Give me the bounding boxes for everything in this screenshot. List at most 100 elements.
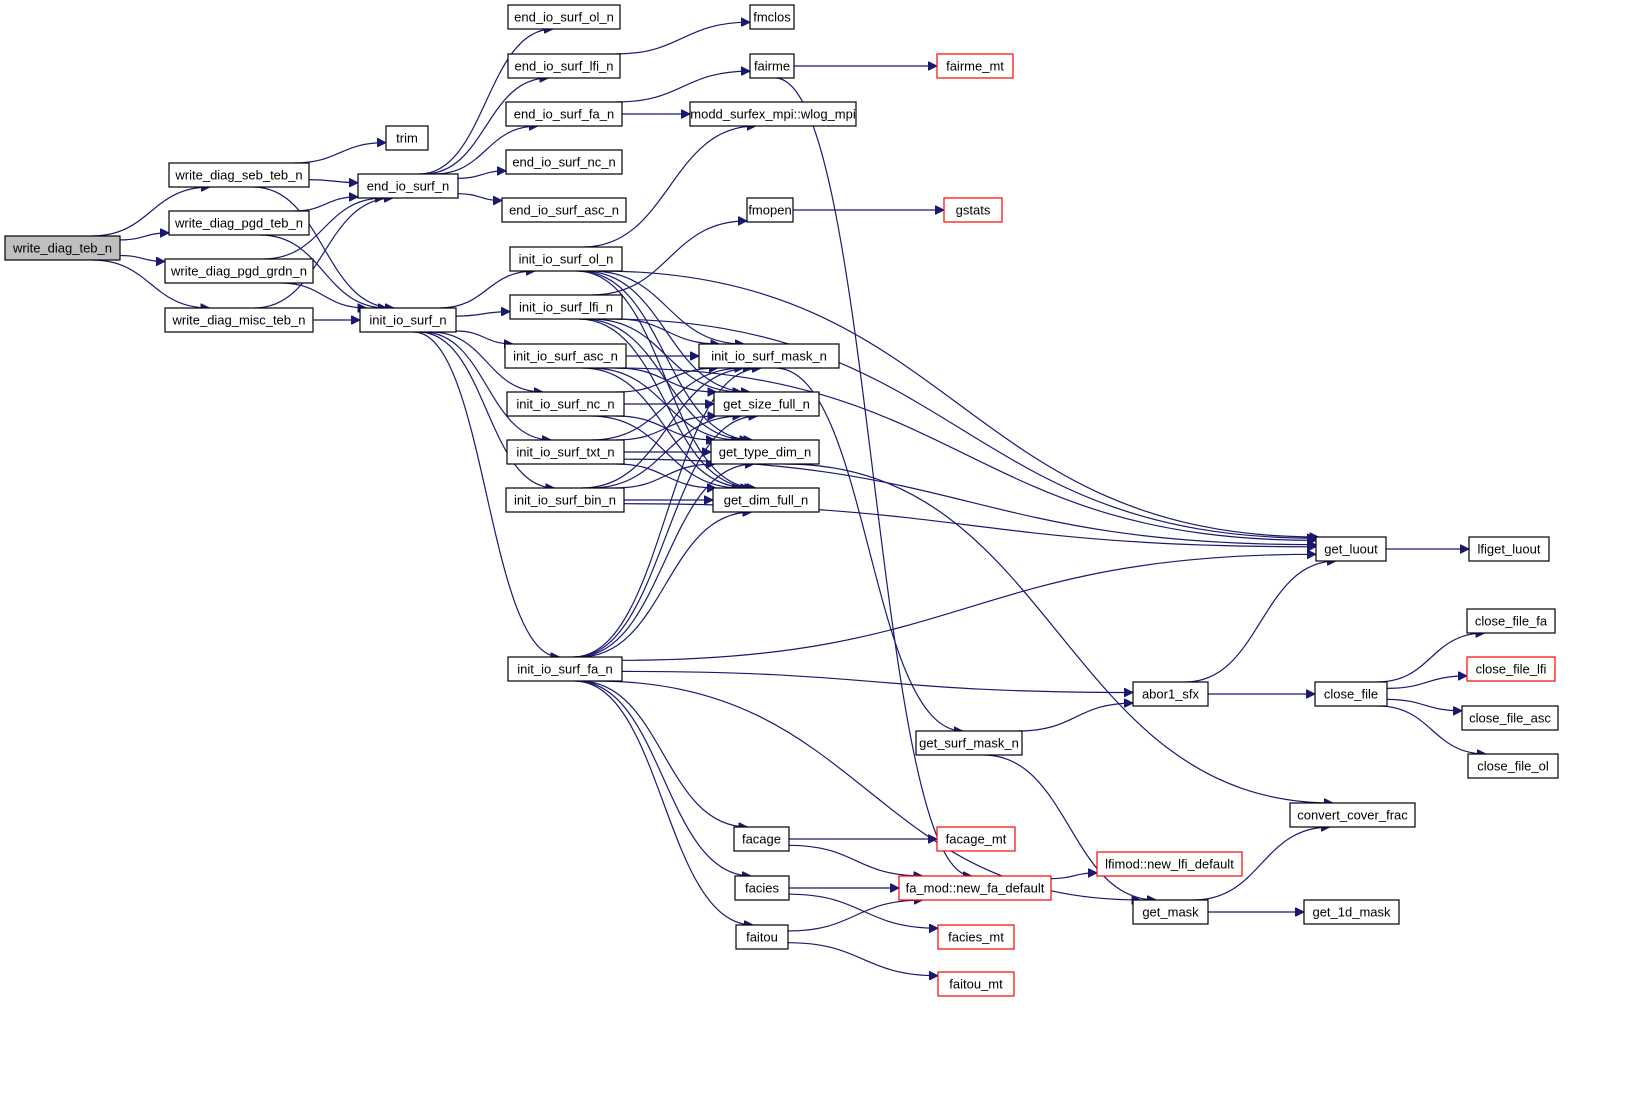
node-close_file_asc[interactable]: close_file_asc — [1461, 705, 1559, 731]
node-write_diag_pgd_grdn_n[interactable]: write_diag_pgd_grdn_n — [164, 258, 314, 284]
node-box[interactable] — [1096, 851, 1243, 877]
node-box[interactable] — [1315, 536, 1387, 562]
node-end_io_surf_ol_n[interactable]: end_io_surf_ol_n — [507, 4, 621, 30]
node-init_io_surf_txt_n[interactable]: init_io_surf_txt_n — [506, 439, 625, 465]
node-box[interactable] — [1468, 536, 1550, 562]
node-close_file_lfi[interactable]: close_file_lfi — [1466, 656, 1556, 682]
node-get_size_full_n[interactable]: get_size_full_n — [713, 391, 820, 417]
node-box[interactable] — [943, 197, 1003, 223]
node-write_diag_pgd_teb_n[interactable]: write_diag_pgd_teb_n — [168, 210, 310, 236]
node-init_io_surf_asc_n[interactable]: init_io_surf_asc_n — [504, 343, 627, 369]
node-facies[interactable]: facies — [734, 875, 790, 901]
node-box[interactable] — [746, 197, 794, 223]
node-get_1d_mask[interactable]: get_1d_mask — [1303, 899, 1400, 925]
node-box[interactable] — [357, 173, 459, 199]
node-trim[interactable]: trim — [385, 125, 429, 151]
node-write_diag_teb_n[interactable]: write_diag_teb_n — [4, 235, 121, 261]
node-box[interactable] — [712, 487, 820, 513]
node-get_dim_full_n[interactable]: get_dim_full_n — [712, 487, 820, 513]
node-facage[interactable]: facage — [733, 826, 790, 852]
node-box[interactable] — [168, 210, 310, 236]
node-box[interactable] — [936, 53, 1014, 79]
node-box[interactable] — [507, 53, 621, 79]
node-write_diag_misc_teb_n[interactable]: write_diag_misc_teb_n — [164, 307, 314, 333]
node-init_io_surf_bin_n[interactable]: init_io_surf_bin_n — [505, 487, 625, 513]
node-box[interactable] — [698, 343, 840, 369]
node-box[interactable] — [509, 246, 623, 272]
node-box[interactable] — [164, 307, 314, 333]
node-box[interactable] — [1132, 899, 1209, 925]
node-convert_cover_frac[interactable]: convert_cover_frac — [1289, 802, 1416, 828]
node-fmclos[interactable]: fmclos — [749, 4, 795, 30]
node-box[interactable] — [507, 4, 621, 30]
node-end_io_surf_asc_n[interactable]: end_io_surf_asc_n — [501, 197, 627, 223]
node-box[interactable] — [749, 53, 795, 79]
node-gstats[interactable]: gstats — [943, 197, 1003, 223]
node-box[interactable] — [501, 197, 627, 223]
node-facies_mt[interactable]: facies_mt — [937, 924, 1015, 950]
node-new_lfi_default[interactable]: lfimod::new_lfi_default — [1096, 851, 1243, 877]
node-close_file_ol[interactable]: close_file_ol — [1467, 753, 1559, 779]
node-box[interactable] — [689, 101, 857, 127]
node-box[interactable] — [1466, 608, 1556, 634]
node-box[interactable] — [898, 875, 1052, 901]
node-init_io_surf_mask_n[interactable]: init_io_surf_mask_n — [698, 343, 840, 369]
node-box[interactable] — [509, 294, 623, 320]
node-new_fa_default[interactable]: fa_mod::new_fa_default — [898, 875, 1052, 901]
node-end_io_surf_fa_n[interactable]: end_io_surf_fa_n — [505, 101, 623, 127]
node-get_mask[interactable]: get_mask — [1132, 899, 1209, 925]
node-box[interactable] — [915, 730, 1023, 756]
node-end_io_surf_lfi_n[interactable]: end_io_surf_lfi_n — [507, 53, 621, 79]
node-box[interactable] — [505, 149, 623, 175]
node-box[interactable] — [505, 101, 623, 127]
node-box[interactable] — [164, 258, 314, 284]
node-box[interactable] — [359, 307, 457, 333]
node-box[interactable] — [507, 656, 623, 682]
node-box[interactable] — [504, 343, 627, 369]
node-box[interactable] — [936, 826, 1016, 852]
node-box[interactable] — [735, 924, 789, 950]
node-box[interactable] — [1289, 802, 1416, 828]
node-box[interactable] — [385, 125, 429, 151]
node-box[interactable] — [937, 971, 1015, 997]
node-box[interactable] — [1466, 656, 1556, 682]
node-fairme[interactable]: fairme — [749, 53, 795, 79]
node-box[interactable] — [1132, 681, 1209, 707]
node-box[interactable] — [1461, 705, 1559, 731]
node-fairme_mt[interactable]: fairme_mt — [936, 53, 1014, 79]
node-box[interactable] — [1314, 681, 1388, 707]
node-facage_mt[interactable]: facage_mt — [936, 826, 1016, 852]
node-fmopen[interactable]: fmopen — [746, 197, 794, 223]
node-box[interactable] — [710, 439, 820, 465]
node-write_diag_seb_teb_n[interactable]: write_diag_seb_teb_n — [168, 162, 310, 188]
node-end_io_surf_n[interactable]: end_io_surf_n — [357, 173, 459, 199]
node-init_io_surf_ol_n[interactable]: init_io_surf_ol_n — [509, 246, 623, 272]
node-box[interactable] — [1303, 899, 1400, 925]
node-box[interactable] — [4, 235, 121, 261]
node-get_surf_mask_n[interactable]: get_surf_mask_n — [915, 730, 1023, 756]
node-box[interactable] — [713, 391, 820, 417]
node-box[interactable] — [1467, 753, 1559, 779]
node-box[interactable] — [505, 487, 625, 513]
node-init_io_surf_lfi_n[interactable]: init_io_surf_lfi_n — [509, 294, 623, 320]
node-box[interactable] — [506, 391, 625, 417]
node-box[interactable] — [937, 924, 1015, 950]
node-box[interactable] — [749, 4, 795, 30]
node-close_file_fa[interactable]: close_file_fa — [1466, 608, 1556, 634]
node-close_file[interactable]: close_file — [1314, 681, 1388, 707]
node-wlog_mpi[interactable]: modd_surfex_mpi::wlog_mpi — [689, 101, 857, 127]
node-box[interactable] — [168, 162, 310, 188]
node-box[interactable] — [733, 826, 790, 852]
node-faitou_mt[interactable]: faitou_mt — [937, 971, 1015, 997]
node-get_luout[interactable]: get_luout — [1315, 536, 1387, 562]
node-abor1_sfx[interactable]: abor1_sfx — [1132, 681, 1209, 707]
node-lfiget_luout[interactable]: lfiget_luout — [1468, 536, 1550, 562]
node-init_io_surf_n[interactable]: init_io_surf_n — [359, 307, 457, 333]
node-init_io_surf_nc_n[interactable]: init_io_surf_nc_n — [506, 391, 625, 417]
node-box[interactable] — [734, 875, 790, 901]
node-end_io_surf_nc_n[interactable]: end_io_surf_nc_n — [505, 149, 623, 175]
node-get_type_dim_n[interactable]: get_type_dim_n — [710, 439, 820, 465]
node-init_io_surf_fa_n[interactable]: init_io_surf_fa_n — [507, 656, 623, 682]
node-box[interactable] — [506, 439, 625, 465]
node-faitou[interactable]: faitou — [735, 924, 789, 950]
